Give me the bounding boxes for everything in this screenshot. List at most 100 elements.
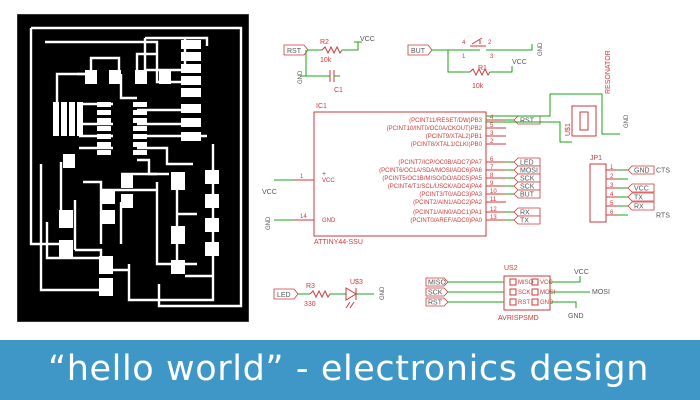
resistor-r2-value: 10k bbox=[320, 57, 332, 64]
ftdi-pin-number: 1 bbox=[610, 165, 614, 171]
isp-vcc: VCC bbox=[574, 269, 589, 276]
mcu-pin-number: 3 bbox=[490, 131, 494, 137]
ftdi-net-label: TX bbox=[634, 195, 643, 202]
mcu-net-flag bbox=[513, 165, 541, 175]
switch-pin-3: 3 bbox=[490, 54, 494, 60]
mcu-pin-number: 5 bbox=[490, 123, 494, 129]
resistor-r1-value: 10k bbox=[472, 83, 484, 90]
mcu-pin-name: (PCINT7/ICP/OC0B/ADC7)PA7 bbox=[398, 160, 482, 166]
resistor-r3-value: 330 bbox=[304, 301, 316, 308]
title-banner bbox=[0, 340, 700, 400]
isp-gnd: GND bbox=[568, 313, 584, 320]
banner-title: “hello world” - electronics design bbox=[48, 349, 650, 389]
mcu-left-pin-number: 14 bbox=[300, 214, 307, 220]
ftdi-net-flag bbox=[627, 165, 655, 175]
mcu-pin-name: (PCINT9/XTAL2)PB1 bbox=[426, 134, 483, 140]
mcu-pin-name: (PCINT5/OC1B/MISO/DO/ADC5)PA5 bbox=[382, 176, 482, 182]
mcu-body bbox=[313, 111, 487, 237]
mcu-net-label: RST bbox=[520, 118, 535, 125]
mcu-pin-number: 12 bbox=[490, 207, 497, 213]
isp-pad bbox=[509, 298, 517, 306]
mcu-pin-name: (PCINT11/RESET/DW)PB3 bbox=[409, 118, 483, 124]
resistor-r1-ref: R1 bbox=[478, 65, 487, 72]
isp-pin-label: GND bbox=[540, 300, 554, 306]
ftdi-far-label: RTS bbox=[656, 213, 670, 220]
mcu-pin-name: (PCINT6/OC1A/SDA/MOSI/ADC6)PA6 bbox=[379, 168, 483, 174]
isp-pin-label: RST bbox=[518, 300, 530, 306]
ftdi-pin-number: 2 bbox=[610, 174, 614, 180]
mcu-net-label: TX bbox=[520, 218, 529, 225]
mcu-pin-number: 10 bbox=[490, 189, 497, 195]
led-circuit: LED R3 330 U$3 GND bbox=[273, 279, 386, 309]
mcu-ref: IC1 bbox=[316, 103, 327, 110]
isp-part: AVRISPSMD bbox=[498, 315, 539, 322]
mcu-pin-number: 9 bbox=[490, 181, 494, 187]
mcu-pin-name: (PCINT3/T0/ADC3)PA3 bbox=[419, 192, 482, 198]
resonator: U$1 RESONATOR GND bbox=[486, 50, 630, 143]
mcu-pin-number: 7 bbox=[490, 165, 494, 171]
resistor-r2-ref: R2 bbox=[320, 39, 329, 46]
ftdi-net-label: RX bbox=[634, 204, 644, 211]
gnd-label-button: GND bbox=[538, 42, 544, 56]
switch-pin-1: 1 bbox=[462, 54, 466, 60]
resonator-label: RESONATOR bbox=[605, 50, 612, 94]
ftdi-net-flag bbox=[627, 183, 655, 193]
ftdi-net-flag bbox=[627, 201, 655, 211]
mcu-left-pin-number: 1 bbox=[300, 174, 304, 180]
mcu-net-flag bbox=[513, 207, 541, 217]
reset-circuit: RST R2 10k VCC C1 GND bbox=[283, 36, 375, 94]
mcu-net-label: RX bbox=[520, 210, 530, 217]
isp-net-label: SCK bbox=[428, 290, 443, 297]
isp-pin-label: VCC bbox=[540, 280, 553, 286]
ftdi-net-label: GND bbox=[634, 168, 650, 175]
isp-pad bbox=[531, 288, 539, 296]
isp-net-flag bbox=[425, 287, 449, 297]
ftdi-net-label: VCC bbox=[634, 186, 649, 193]
mcu-pin-name: (PCINT1/AIN0/ADC1)PA1 bbox=[413, 210, 483, 216]
mcu-pin-number: 6 bbox=[490, 157, 494, 163]
isp-pad bbox=[509, 278, 517, 286]
ftdi-far-label: CTS bbox=[656, 168, 670, 175]
switch-pin-2: 2 bbox=[488, 40, 492, 46]
vcc-label-reset: VCC bbox=[360, 36, 375, 43]
mcu-pin-name: (PCINT2/AIN1/ADC2)PA2 bbox=[413, 200, 483, 206]
mcu-net-label: SCK bbox=[520, 176, 535, 183]
mcu-pin-name: (PCINT8/XTAL1/CLKI)PB0 bbox=[411, 142, 483, 148]
isp-pad bbox=[531, 298, 539, 306]
vcc-label-button: VCC bbox=[512, 59, 527, 66]
mcu-pin-number: 8 bbox=[490, 173, 494, 179]
isp-net-label: RST bbox=[428, 300, 443, 307]
isp-pad bbox=[509, 288, 517, 296]
net-label-led: LED bbox=[277, 292, 291, 299]
mcu-pin-name: (PCINT4/T1/SCL/USCK/ADC4)PA4 bbox=[388, 184, 483, 190]
isp-net-flag bbox=[425, 277, 449, 287]
cap-c1-ref: C1 bbox=[334, 87, 343, 94]
mcu-net-flag bbox=[513, 173, 541, 183]
mcu-net-label: SCK bbox=[520, 184, 535, 191]
led-gnd: GND bbox=[380, 286, 386, 300]
resistor-r3-ref: R3 bbox=[306, 283, 315, 290]
switch-pin-4: 4 bbox=[462, 40, 466, 46]
mcu-net-label: MOSI bbox=[520, 168, 538, 175]
gnd-label-reset: GND bbox=[298, 70, 304, 84]
ftdi-pin-number: 3 bbox=[610, 183, 614, 189]
resonator-gnd: GND bbox=[624, 114, 630, 128]
mcu-pin-name: (PCINT0/AREF/ADC0)PA0 bbox=[410, 218, 482, 224]
pcb-pads bbox=[53, 40, 219, 296]
button-circuit: BUT S1 1 2 3 4 GND R1 10k VCC bbox=[407, 37, 544, 90]
mcu-net-flag bbox=[513, 189, 541, 199]
isp-pad bbox=[531, 278, 539, 286]
pcb-layout bbox=[17, 14, 249, 322]
mcu-net-flag bbox=[513, 215, 541, 225]
mcu-pin-number: 4 bbox=[490, 115, 494, 121]
pcb-board bbox=[17, 14, 249, 322]
mcu-left-pin-name: VCC bbox=[322, 178, 335, 184]
ftdi-pin-number: 6 bbox=[610, 210, 614, 216]
led-ref: U$3 bbox=[350, 279, 363, 286]
ftdi-pin-number: 5 bbox=[610, 201, 614, 207]
isp-pin-label: SCK bbox=[518, 290, 530, 296]
isp-ref: US2 bbox=[504, 265, 518, 272]
